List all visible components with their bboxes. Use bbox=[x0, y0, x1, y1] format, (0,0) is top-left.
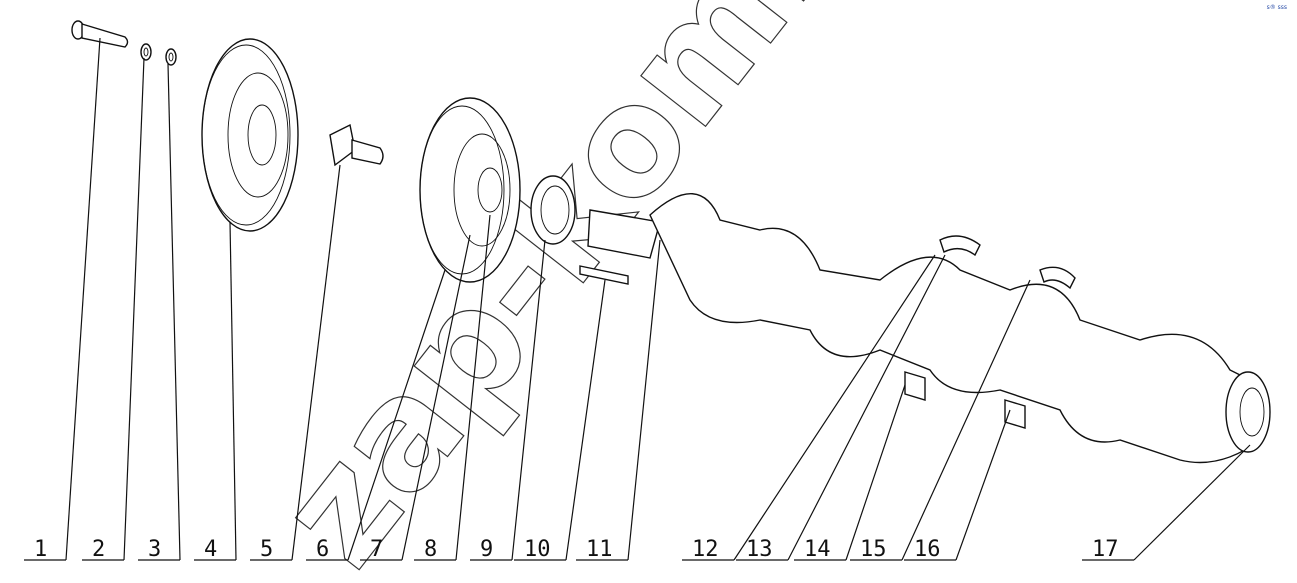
callout-number: 12 bbox=[692, 537, 719, 562]
part-key bbox=[579, 265, 629, 285]
callout-number: 13 bbox=[746, 537, 773, 562]
callout-number: 5 bbox=[260, 537, 273, 562]
part-pulley bbox=[201, 38, 299, 232]
callout-number: 4 bbox=[204, 537, 217, 562]
callout-leader bbox=[787, 254, 946, 561]
callout-number: 15 bbox=[860, 537, 887, 562]
part-gear bbox=[530, 175, 576, 245]
leader-lines bbox=[24, 37, 1251, 561]
part-bearing-shell bbox=[904, 235, 1076, 429]
callout-leader bbox=[733, 254, 936, 561]
callout-leader bbox=[291, 164, 341, 561]
callout-leader bbox=[347, 269, 446, 561]
callout-leader bbox=[401, 234, 471, 561]
callout-number: 1 bbox=[34, 537, 47, 562]
callout-leader bbox=[901, 279, 1031, 561]
callout-number: 7 bbox=[370, 537, 383, 562]
callout-leader bbox=[123, 57, 145, 561]
corner-mark: s® sss bbox=[1266, 4, 1287, 11]
callout-number: 11 bbox=[586, 537, 613, 562]
callout-leader bbox=[627, 239, 661, 561]
callout-leader bbox=[511, 239, 546, 561]
callout-number: 10 bbox=[524, 537, 551, 562]
callout-number: 16 bbox=[914, 537, 941, 562]
callout-number: 3 bbox=[148, 537, 161, 562]
part-washer bbox=[140, 43, 152, 61]
part-crank-pulley bbox=[419, 97, 521, 283]
callout-number: 17 bbox=[1092, 537, 1119, 562]
callout-leader bbox=[455, 214, 491, 561]
callout-number: 14 bbox=[804, 537, 831, 562]
callout-leader bbox=[65, 37, 101, 561]
callout-number: 6 bbox=[316, 537, 329, 562]
part-bolt bbox=[71, 20, 129, 48]
callout-leader bbox=[1133, 444, 1251, 561]
callout-leader bbox=[565, 279, 606, 561]
callout-leader bbox=[167, 63, 181, 561]
part-lock-washer bbox=[165, 48, 177, 66]
callout-number: 9 bbox=[480, 537, 493, 562]
callout-number: 8 bbox=[424, 537, 437, 562]
callout-leader bbox=[955, 409, 1011, 561]
callout-number: 2 bbox=[92, 537, 105, 562]
callout-leader bbox=[845, 384, 906, 561]
part-hub bbox=[329, 123, 384, 167]
part-crankshaft bbox=[587, 193, 1271, 464]
callout-leader bbox=[229, 221, 237, 561]
